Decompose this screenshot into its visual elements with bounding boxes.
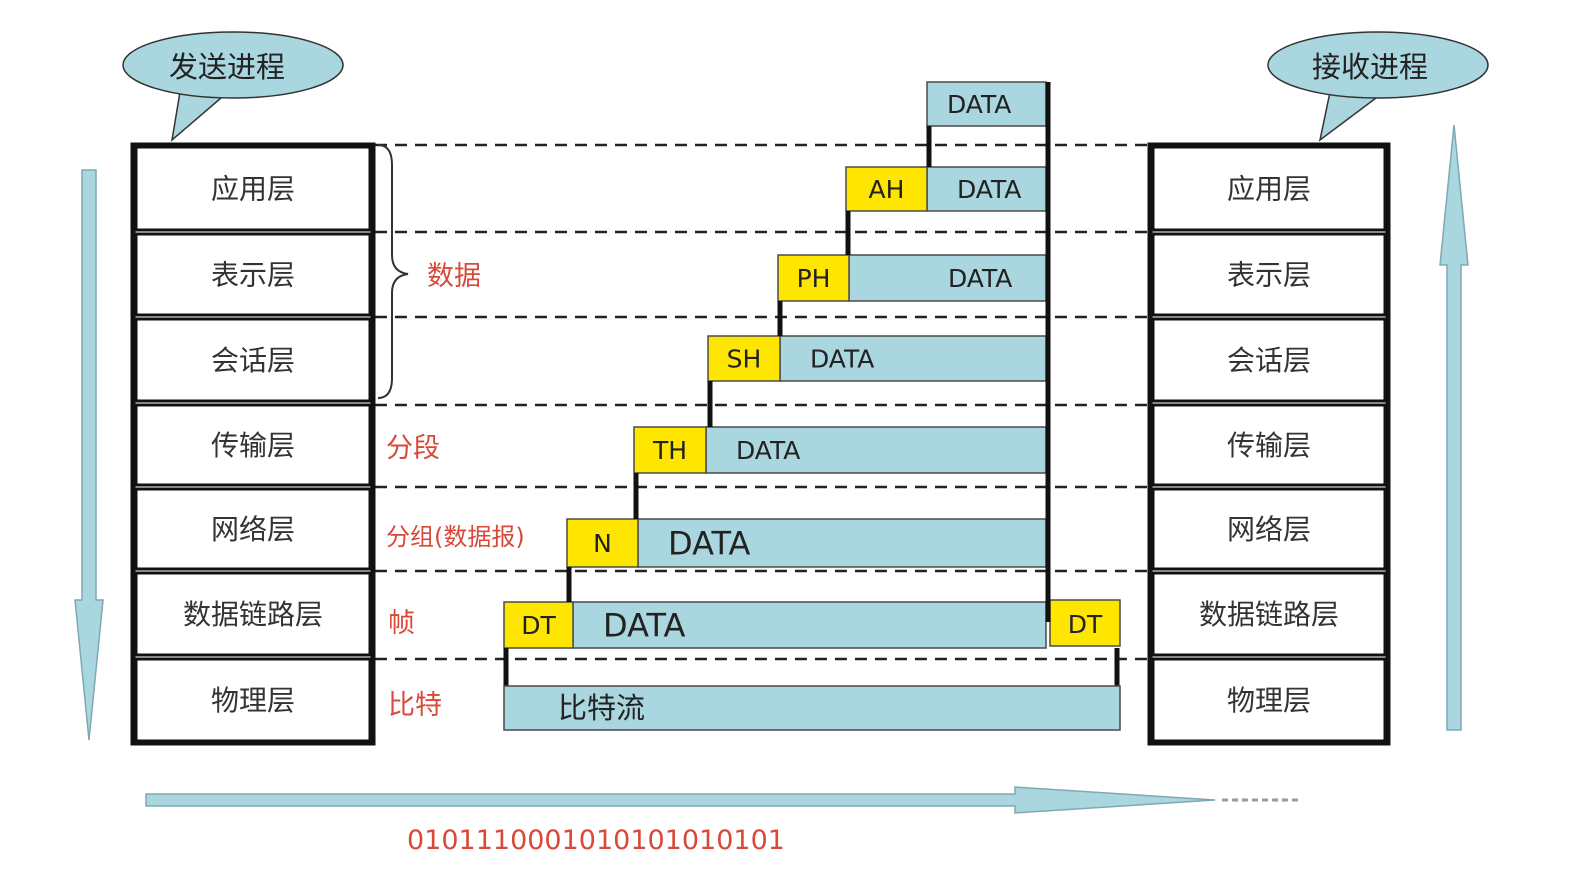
pdu-data-block: [705, 426, 1047, 474]
receiver-layer-box: [1151, 403, 1387, 487]
receiver-layer-5: 网络层: [1151, 487, 1387, 571]
receiver-layer-4: 传输层: [1151, 403, 1387, 487]
pdu-row-6: DATA N: [566, 473, 1047, 568]
pdu-data-block: [572, 601, 1047, 649]
pdu-header-label: N: [593, 529, 612, 558]
pdu-trailer-label: DT: [1068, 610, 1103, 639]
receiver-layer-name: 传输层: [1227, 429, 1311, 462]
sender-layer-box: [134, 571, 372, 657]
sender-layer-3: 会话层: [134, 317, 372, 403]
data-unit-label: 数据: [427, 261, 481, 292]
pdu-header-label: PH: [797, 264, 831, 293]
bitstream-data-block: [503, 685, 1121, 731]
pdu-data-block: [926, 166, 1047, 212]
sender-layer-4: 传输层: [134, 403, 372, 487]
packet-unit-label: 分组(数据报): [386, 523, 525, 551]
pdu-row-7: DATA DT: [503, 567, 1047, 649]
pdu-data-label: DATA: [668, 525, 751, 563]
pdu-data-label: DATA: [947, 90, 1011, 119]
pdu-header-block: [777, 254, 850, 302]
pdu-data-label: DATA: [736, 436, 800, 465]
sender-layer-2: 表示层: [134, 232, 372, 317]
pdu-header-block: [707, 335, 781, 382]
receiver-layer-name: 应用层: [1227, 173, 1311, 206]
transmission-arrow: [145, 786, 1300, 814]
pdu-header-block: [845, 166, 928, 212]
sender-layer-box: [134, 232, 372, 317]
receiver-layer-box: [1151, 571, 1387, 657]
send-process-bubble: 发送进程: [122, 31, 344, 142]
pdu-trailer-block: [1049, 599, 1121, 647]
pdu-data-label: DATA: [603, 607, 686, 645]
sender-layer-name: 物理层: [211, 684, 295, 717]
pdu-header-block: [503, 601, 574, 649]
receiver-layer-2: 表示层: [1151, 232, 1387, 317]
receiver-layer-name: 物理层: [1227, 684, 1311, 717]
pdu-data-label: DATA: [957, 175, 1021, 204]
receiver-layer-name: 网络层: [1227, 513, 1311, 546]
receiver-layer-6: 数据链路层: [1151, 571, 1387, 657]
pdu-data-block: [779, 335, 1047, 382]
receiver-layer-name: 表示层: [1227, 259, 1311, 292]
send-process-label: 发送进程: [169, 50, 285, 84]
pdu-data-label: DATA: [948, 264, 1012, 293]
pdu-header-label: SH: [727, 345, 762, 374]
pdu-header-label: AH: [869, 175, 905, 204]
pdu-data-label: DATA: [810, 345, 874, 374]
sender-layer-box: [134, 657, 372, 743]
bit-unit-label: 比特: [388, 690, 442, 721]
pdu-header-block: [566, 518, 639, 568]
sender-layer-name: 数据链路层: [183, 598, 323, 631]
sender-layer-name: 会话层: [211, 344, 295, 377]
pdu-data-block: [926, 81, 1047, 127]
bitstream-label: 比特流: [558, 691, 645, 725]
receiver-layer-name: 会话层: [1227, 344, 1311, 377]
segment-unit-label: 分段: [386, 433, 440, 464]
receiver-layer-box: [1151, 487, 1387, 571]
receive-process-bubble: 接收进程: [1267, 31, 1489, 142]
receiver-layer-1: 应用层: [1151, 145, 1387, 232]
pdu-row-5: DATA TH: [633, 381, 1047, 474]
sender-layer-1: 应用层: [134, 145, 372, 232]
sender-layer-7: 物理层: [134, 657, 372, 743]
pdu-row-2: DATA AH: [845, 126, 1047, 212]
sender-layer-box: [134, 487, 372, 571]
sender-layer-box: [134, 145, 372, 232]
pdu-row-1: DATA: [926, 81, 1047, 127]
sender-layer-name: 表示层: [211, 259, 295, 292]
layer-separator-lines: [375, 143, 1150, 661]
sender-layer-5: 网络层: [134, 487, 372, 571]
sender-layer-box: [134, 317, 372, 403]
receive-process-label: 接收进程: [1312, 50, 1428, 84]
data-brace: [377, 144, 409, 399]
receiver-layer-3: 会话层: [1151, 317, 1387, 403]
pdu-header-label: DT: [521, 611, 556, 640]
sender-layer-box: [134, 403, 372, 487]
up-arrow: [1439, 124, 1469, 731]
receiver-layer-name: 数据链路层: [1199, 598, 1339, 631]
down-arrow: [74, 169, 104, 741]
bitstream-block: 比特流: [503, 648, 1121, 731]
frame-unit-label: 帧: [388, 608, 415, 639]
receiver-layer-box: [1151, 657, 1387, 743]
receiver-layer-box: [1151, 317, 1387, 403]
sender-layer-6: 数据链路层: [134, 571, 372, 657]
bitstream-text: 0101110001010101010101: [407, 825, 785, 856]
pdu-header-block: [633, 426, 707, 474]
receiver-layer-box: [1151, 232, 1387, 317]
pdu-row-4: DATA SH: [707, 301, 1047, 382]
sender-layer-name: 传输层: [211, 429, 295, 462]
pdu-data-block: [637, 518, 1047, 568]
receiver-layer-7: 物理层: [1151, 657, 1387, 743]
pdu-header-label: TH: [652, 436, 687, 465]
receiver-layer-box: [1151, 145, 1387, 232]
frame-trailer: DT: [1049, 599, 1121, 647]
sender-layer-name: 网络层: [211, 513, 295, 546]
pdu-row-3: DATA PH: [777, 211, 1047, 302]
sender-layer-name: 应用层: [211, 173, 295, 206]
